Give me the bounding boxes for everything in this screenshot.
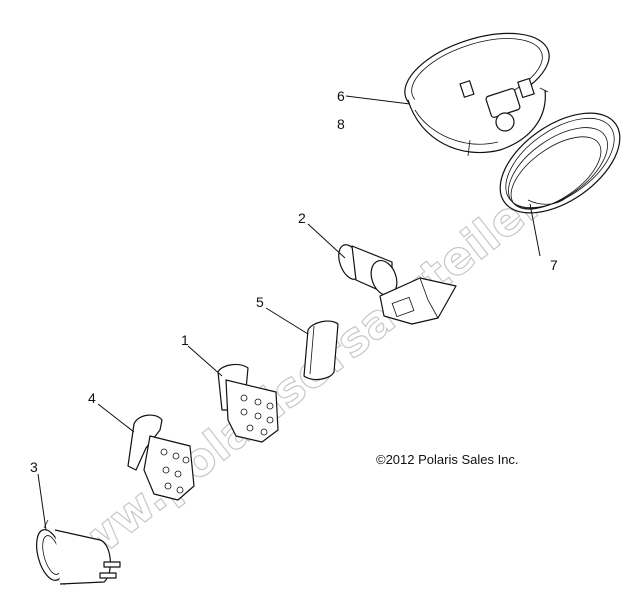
callout-6: 6	[337, 88, 345, 104]
leader-lines	[37, 95, 541, 531]
callout-2: 2	[298, 210, 306, 226]
ignition-switch-part	[338, 244, 457, 325]
copyright-text: ©2012 Polaris Sales Inc.	[376, 452, 519, 467]
power-socket-part	[35, 519, 121, 585]
callout-4: 4	[88, 390, 96, 406]
callout-7: 7	[550, 257, 558, 273]
rocker-cap-part	[303, 320, 339, 381]
rocker-switch-part	[217, 363, 279, 443]
callout-3: 3	[30, 459, 38, 475]
toggle-switch-part	[127, 414, 195, 501]
bezel-ring-part	[499, 112, 621, 214]
callout-5: 5	[256, 294, 264, 310]
callout-8: 8	[337, 116, 345, 132]
callout-1: 1	[181, 332, 189, 348]
gauge-housing-part	[404, 32, 550, 157]
